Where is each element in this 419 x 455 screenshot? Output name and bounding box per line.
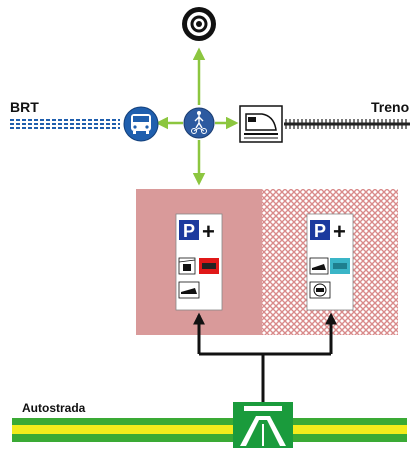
parking-icon: P [310, 220, 330, 241]
plus-sign: + [333, 219, 346, 244]
autostrada-label: Autostrada [22, 401, 86, 415]
hub-arrows [155, 47, 239, 186]
parking-card-right: P + [306, 213, 354, 311]
svg-text:P: P [183, 221, 195, 241]
train-icon [239, 105, 283, 143]
bus-tag-icon [330, 258, 350, 274]
train-platform-icon [309, 257, 329, 275]
parking-card-left: P + [175, 213, 223, 311]
motorway-band [12, 418, 407, 442]
motorway-sign-icon [233, 402, 293, 448]
treno-label: Treno [371, 99, 409, 115]
car-icon [309, 281, 331, 299]
parking-icon: P [179, 220, 199, 241]
target-icon [182, 7, 216, 41]
brt-label: BRT [10, 99, 39, 115]
pedestrian-bicycle-icon [183, 107, 215, 139]
train-platform-icon [178, 281, 200, 299]
train-track [284, 119, 410, 129]
brt-line [10, 119, 120, 129]
cable-car-icon [178, 257, 196, 275]
bus-icon [123, 106, 159, 142]
svg-text:P: P [314, 221, 326, 241]
bus-tag-icon [199, 258, 219, 274]
motorway-connector [193, 312, 337, 402]
plus-sign: + [202, 219, 215, 244]
